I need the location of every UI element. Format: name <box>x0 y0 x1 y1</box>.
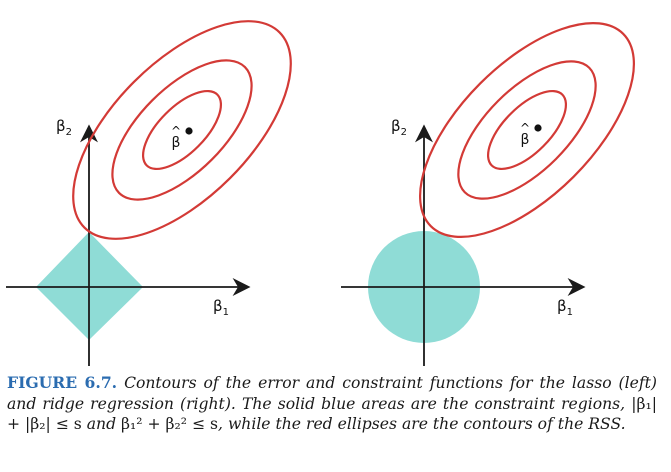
caption-right-word: right <box>186 394 225 413</box>
left-rss-contours <box>72 20 292 240</box>
left-panel: ^ β β2 β1 <box>6 20 292 366</box>
caption-ridge-constraint: β₁² + β₂² ≤ s <box>121 415 219 433</box>
right-panel: ^ β β2 β1 <box>341 22 635 366</box>
caption-label: FIGURE 6.7. <box>7 373 118 392</box>
caption-text-2: ) and ridge regression ( <box>7 374 657 413</box>
contour-middle <box>111 59 253 201</box>
left-y-axis-label: β2 <box>56 117 72 138</box>
caption-left-word: left <box>624 374 651 392</box>
right-estimate-hat: ^ <box>520 121 530 135</box>
caption-text-5: , while the red ellipses are the contour… <box>218 415 626 433</box>
left-estimate-label: β <box>172 135 181 151</box>
contour-inner <box>486 89 568 171</box>
caption-lasso-constraint: |β₁| + |β₂| ≤ s <box>7 394 657 434</box>
caption-text-4: and <box>81 415 122 433</box>
contour-inner <box>141 89 223 171</box>
right-rss-contours <box>419 22 635 238</box>
right-estimate-label: β <box>521 132 530 148</box>
figure-diagram: ^ β β2 β1 ^ β β2 β1 <box>6 20 635 366</box>
right-estimate-point <box>534 124 542 132</box>
contour-outer <box>419 22 635 238</box>
contour-outer <box>72 20 292 240</box>
left-estimate-hat: ^ <box>171 124 181 138</box>
left-estimate-point <box>185 127 193 135</box>
right-y-axis-label: β2 <box>391 117 407 138</box>
left-x-axis-label: β1 <box>213 297 229 318</box>
caption-text-3: ). The solid blue areas are the constrai… <box>224 394 632 413</box>
right-x-axis-label: β1 <box>557 297 573 318</box>
caption-text-1: Contours of the error and constraint fun… <box>124 374 625 392</box>
figure-caption: FIGURE 6.7. Contours of the error and co… <box>7 373 657 435</box>
contour-middle <box>457 60 597 200</box>
